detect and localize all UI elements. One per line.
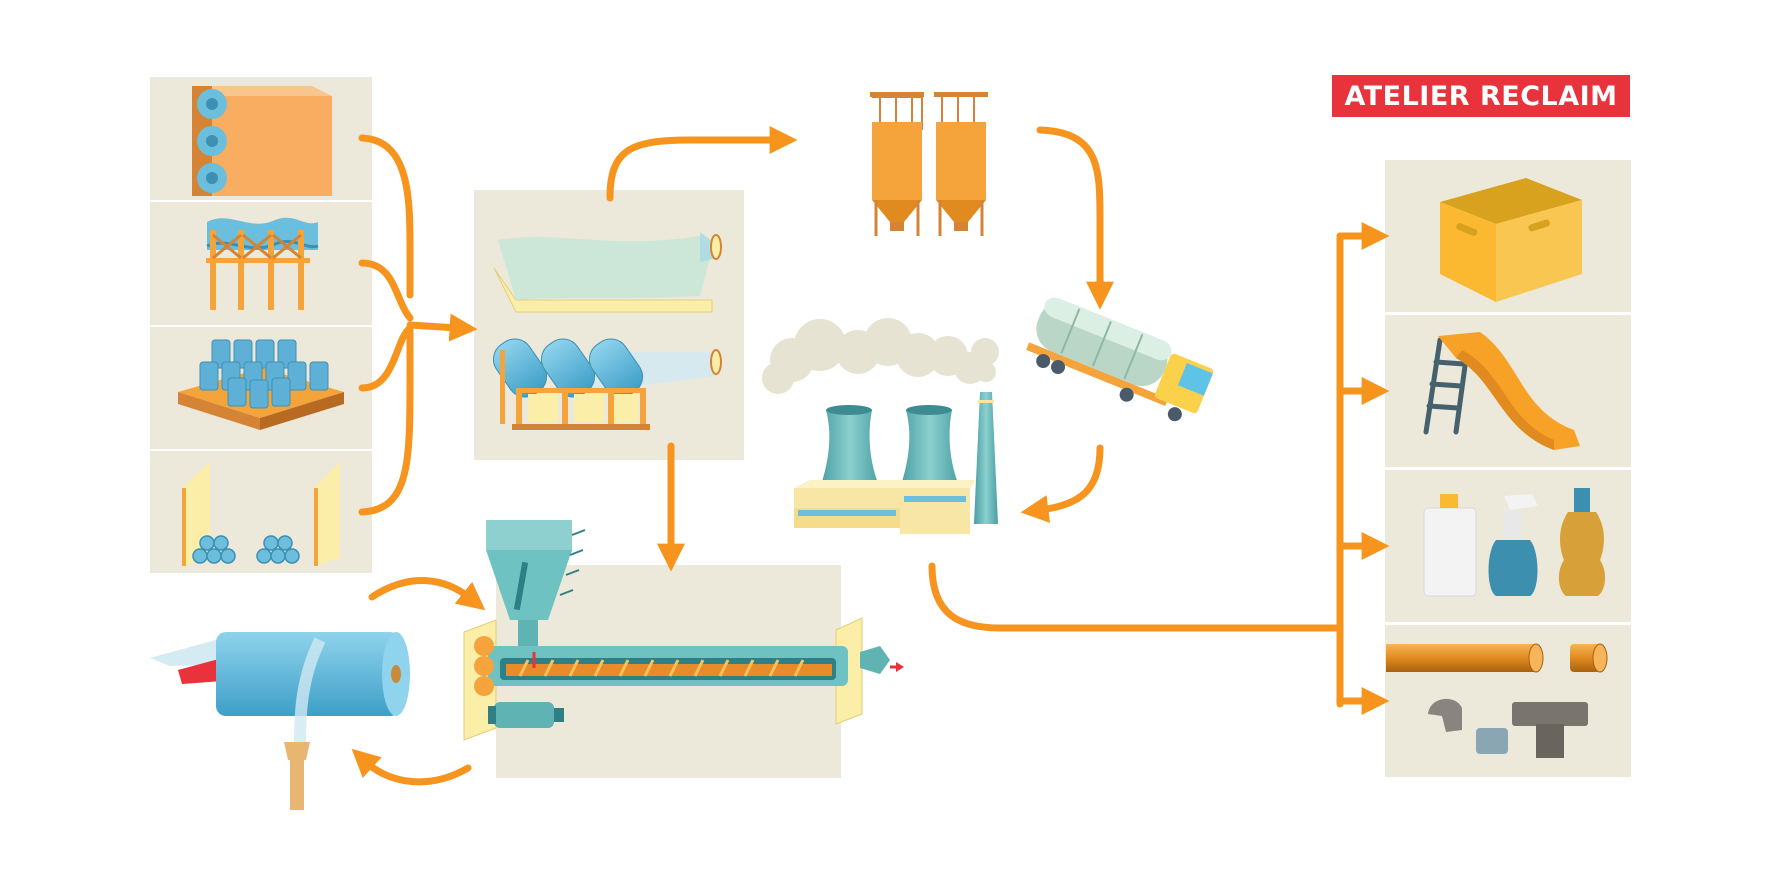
fabric-rolls-icon — [192, 86, 332, 196]
sheet-pallet-rack-icon — [206, 217, 319, 310]
silo-icon — [870, 92, 924, 236]
cooling-tower-icon — [820, 405, 960, 488]
extruder-icon — [463, 617, 904, 741]
hopper-icon — [486, 520, 586, 646]
tanker-truck-icon — [1026, 297, 1214, 422]
flow-arrows — [351, 126, 1390, 786]
slide-icon — [1423, 332, 1580, 450]
factory-building — [794, 480, 976, 534]
smoke-cloud — [762, 318, 999, 394]
film-rolls-rack-icon — [492, 338, 722, 430]
bottles-icon — [1423, 488, 1606, 597]
crate-icon — [1440, 178, 1582, 302]
motor-icon — [488, 702, 564, 728]
silo-icon — [934, 92, 988, 236]
pipes-icon — [1386, 643, 1608, 758]
film-roll-icon — [150, 632, 410, 810]
tube-crate-icon — [182, 462, 340, 566]
roll-pallet-icon — [178, 339, 344, 430]
film-sheet-icon — [493, 232, 722, 313]
smokestack-icon — [974, 362, 998, 524]
brand-badge: ATELIER RECLAIM — [1332, 75, 1630, 117]
